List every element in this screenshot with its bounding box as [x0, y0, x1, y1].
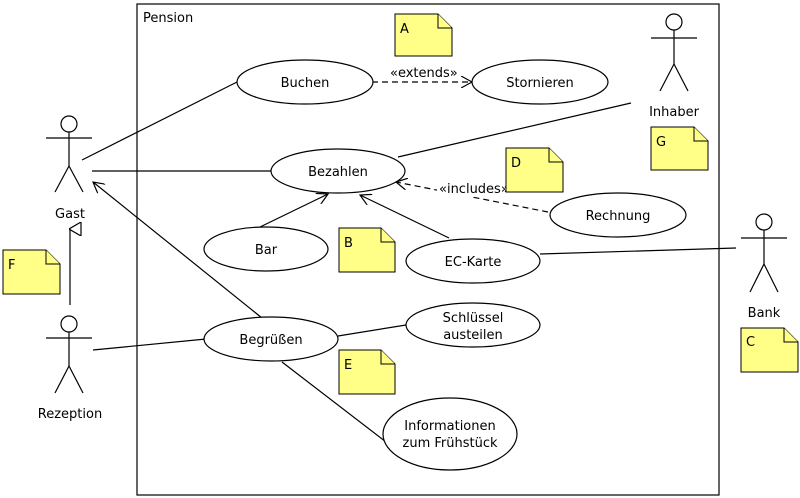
- usecase-bar[interactable]: Bar: [203, 226, 329, 272]
- arrow-ec-bezahlen: [360, 195, 450, 239]
- includes-label: «includes»: [439, 182, 509, 197]
- note-f-text: F: [8, 258, 15, 273]
- assoc-begruessen-info: [281, 361, 387, 443]
- assoc-gast-buchen: [81, 81, 238, 161]
- usecase-begruessen[interactable]: Begrüßen: [203, 316, 339, 362]
- actor-gast-label: Gast: [55, 207, 85, 222]
- note-a-text: A: [400, 22, 409, 37]
- assoc-bank-ec-karte: [539, 247, 737, 255]
- note-a[interactable]: A: [394, 13, 453, 57]
- usecase-stornieren[interactable]: Stornieren: [471, 59, 609, 105]
- note-b[interactable]: B: [338, 227, 396, 273]
- usecase-begruessen-label: Begrüßen: [239, 333, 302, 348]
- note-d[interactable]: D: [505, 147, 564, 193]
- note-d-text: D: [511, 156, 521, 171]
- usecase-rechnung[interactable]: Rechnung: [549, 192, 687, 238]
- note-b-text: B: [344, 236, 353, 251]
- extends-label: «extends»: [390, 66, 458, 81]
- actor-gast[interactable]: [46, 115, 92, 193]
- actor-bank-label: Bank: [748, 306, 781, 321]
- note-c[interactable]: C: [740, 327, 799, 373]
- usecase-buchen-label: Buchen: [281, 76, 330, 91]
- dash-rechnung-bezahlen: [396, 182, 549, 213]
- system-name: Pension: [143, 11, 193, 26]
- arrow-bar-bezahlen: [259, 194, 328, 228]
- usecase-info-line2: zum Frühstück: [403, 436, 498, 451]
- actor-bank[interactable]: [741, 213, 787, 293]
- usecase-stornieren-label: Stornieren: [506, 76, 574, 91]
- note-c-text: C: [746, 335, 755, 350]
- assoc-rezeption-begruessen: [92, 338, 207, 351]
- arrow-begruessen-gast: [93, 182, 263, 319]
- usecase-ec-karte-label: EC-Karte: [445, 255, 502, 270]
- actor-inhaber-label: Inhaber: [649, 105, 700, 120]
- usecase-bezahlen[interactable]: Bezahlen: [270, 148, 406, 194]
- system-boundary: [136, 3, 720, 496]
- usecase-informationen[interactable]: Informationen zum Frühstück: [382, 397, 518, 471]
- note-e-text: E: [344, 358, 352, 373]
- usecase-ec-karte[interactable]: EC-Karte: [405, 238, 541, 284]
- actor-inhaber[interactable]: [651, 13, 697, 92]
- assoc-inhaber-bezahlen: [397, 102, 632, 158]
- note-e[interactable]: E: [338, 349, 396, 395]
- note-f[interactable]: F: [2, 249, 61, 295]
- usecase-buchen[interactable]: Buchen: [236, 59, 374, 105]
- note-g-text: G: [656, 135, 666, 150]
- associations: [70, 81, 737, 443]
- note-g[interactable]: G: [650, 126, 709, 171]
- usecase-rechnung-label: Rechnung: [586, 209, 651, 224]
- actor-rezeption-label: Rezeption: [38, 407, 102, 422]
- usecase-schluessel-line1: Schlüssel: [443, 311, 504, 326]
- usecase-info-line1: Informationen: [404, 419, 496, 434]
- assoc-begruessen-schluessel: [337, 324, 407, 337]
- usecase-schluessel-line2: austeilen: [443, 328, 503, 343]
- actor-rezeption[interactable]: [46, 315, 92, 394]
- usecase-schluessel-austeilen[interactable]: Schlüssel austeilen: [405, 302, 541, 348]
- usecase-bezahlen-label: Bezahlen: [308, 165, 368, 180]
- usecase-bar-label: Bar: [255, 243, 278, 258]
